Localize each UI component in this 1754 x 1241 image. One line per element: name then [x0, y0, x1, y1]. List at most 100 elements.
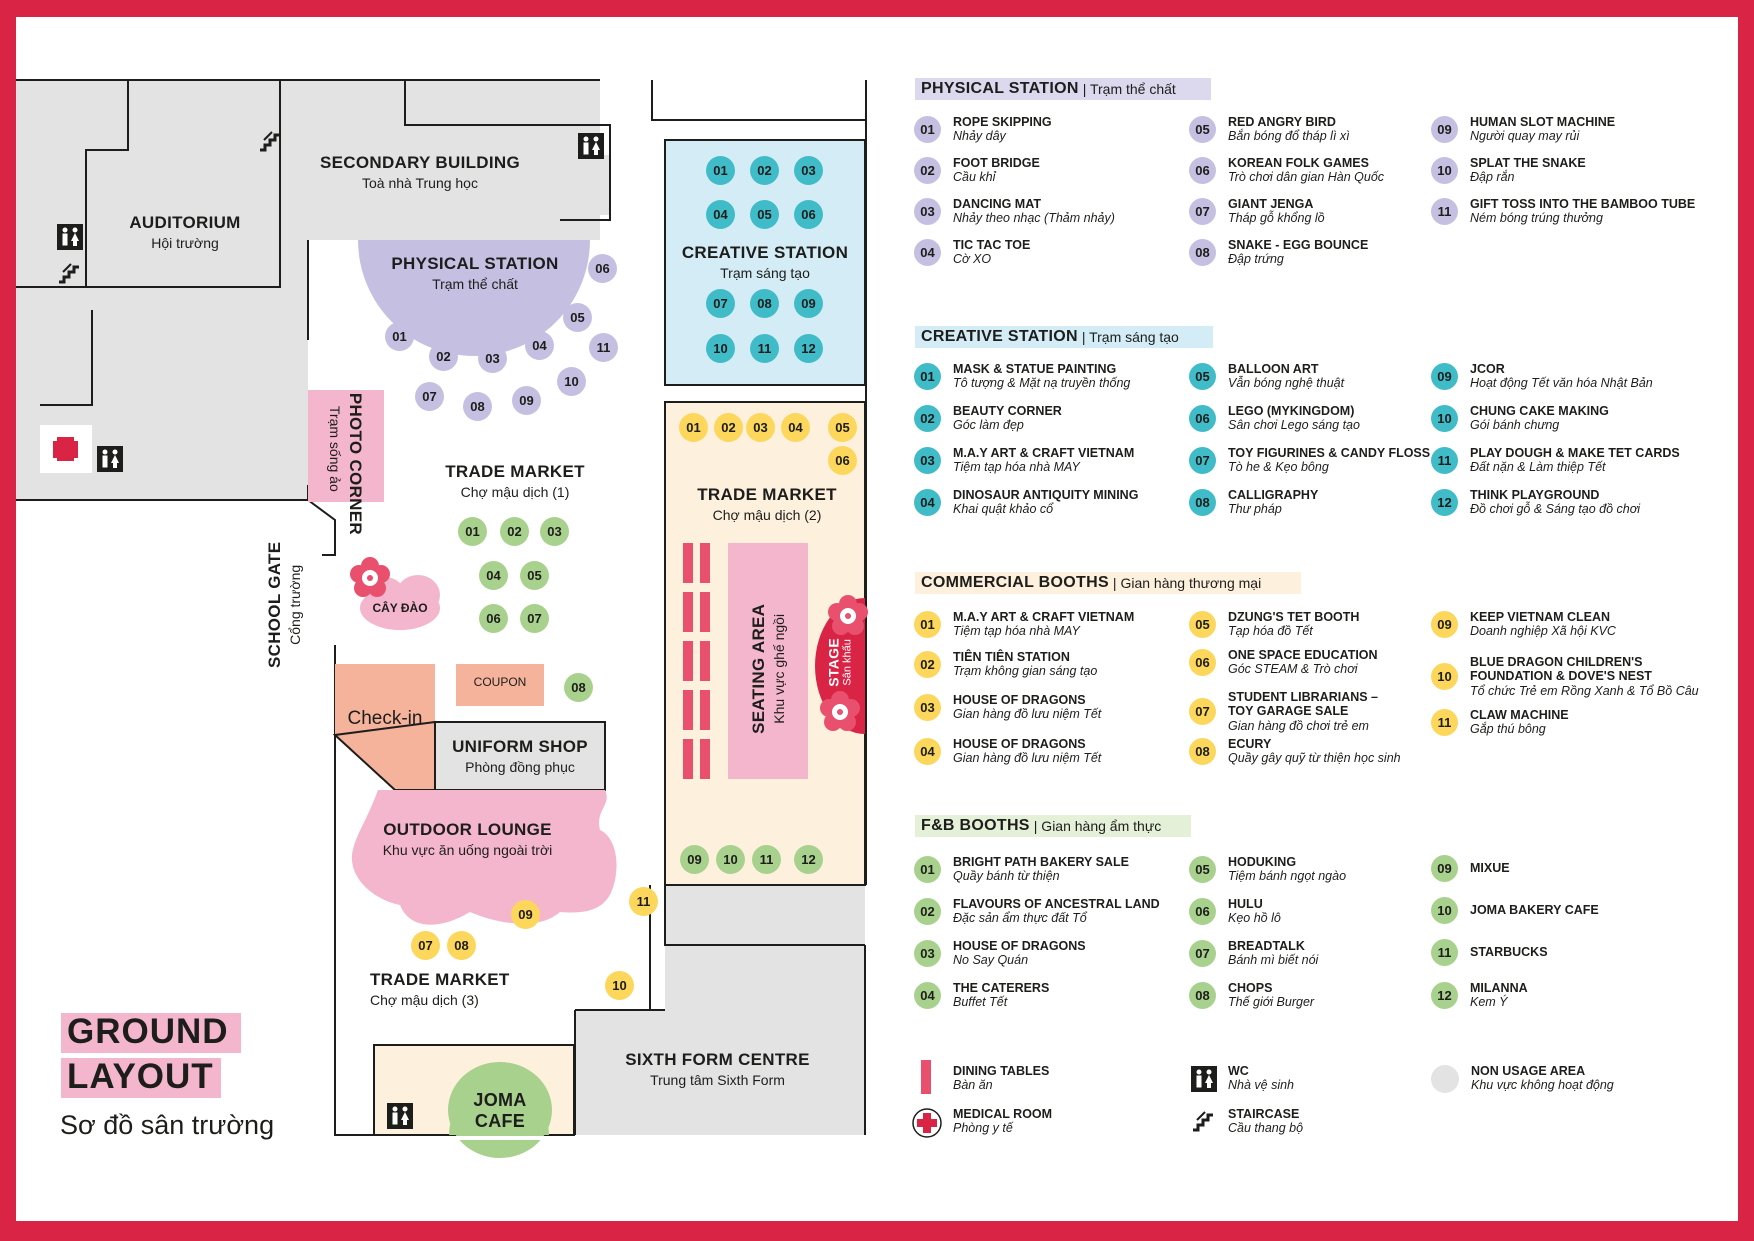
legend-item-vi: Thế giới Burger — [1228, 995, 1315, 1010]
legend-item-name: BEAUTY CORNER — [953, 404, 1062, 418]
legend-item-name: BLUE DRAGON CHILDREN'S FOUNDATION & DOVE… — [1470, 655, 1652, 684]
map-marker-creative: 07 — [706, 289, 735, 318]
legend-marker-physical: 07 — [1189, 197, 1216, 225]
legend-item-name: HOUSE OF DRAGONS — [953, 939, 1086, 953]
non-usage-area-mid — [665, 885, 865, 945]
legend-item-vi: Quầy bánh từ thiện — [953, 869, 1060, 884]
legend-item-name: CHOPS — [1228, 981, 1273, 995]
page-title-line1: GROUND — [67, 1012, 229, 1051]
legend-fnb-header: F&B BOOTHS| Gian hàng ẩm thực — [921, 817, 1162, 834]
legend-item-vi: Kẹo hồ lô — [1228, 911, 1281, 926]
map-marker-commercial: 07 — [411, 931, 440, 960]
map-marker-fnb: 05 — [520, 561, 549, 590]
legend-item-vi: Đập rắn — [1470, 170, 1515, 185]
legend-item-name: MASK & STATUE PAINTING — [953, 362, 1117, 376]
map-marker-physical: 07 — [415, 382, 444, 411]
legend-item-name: HUMAN SLOT MACHINE — [1470, 115, 1616, 129]
legend-marker-physical: 05 — [1189, 115, 1216, 143]
map-marker-fnb: 03 — [540, 517, 569, 546]
non-usage-area-icon — [1431, 1065, 1459, 1093]
seating-area — [728, 543, 808, 779]
legend-marker-fnb: 01 — [914, 855, 941, 883]
legend-item-name: JCOR — [1470, 362, 1505, 376]
legend-item-name: CHUNG CAKE MAKING — [1470, 404, 1609, 418]
legend-item-vi: Quầy gây quỹ từ thiện học sinh — [1228, 751, 1401, 766]
map-marker-physical: 05 — [563, 303, 592, 332]
legend-item-name: DZUNG'S TET BOOTH — [1228, 610, 1360, 624]
map-marker-fnb: 02 — [500, 517, 529, 546]
legend-marker-fnb: 05 — [1189, 855, 1216, 883]
legend-marker-physical: 02 — [914, 156, 941, 184]
map-marker-fnb: 04 — [479, 561, 508, 590]
legend-marker-physical: 03 — [914, 197, 941, 225]
map-marker-fnb: 08 — [564, 673, 593, 702]
legend-item-name: TIÊN TIÊN STATION — [953, 650, 1070, 664]
legend-item-name: FOOT BRIDGE — [953, 156, 1040, 170]
map-marker-fnb: 07 — [520, 604, 549, 633]
legend-item-vi: No Say Quán — [953, 953, 1029, 968]
legend-item-name: SPLAT THE SNAKE — [1470, 156, 1586, 170]
legend-item-vi: Tò he & Kẹo bông — [1228, 460, 1329, 475]
map-marker-commercial: 05 — [828, 413, 857, 442]
coupon-area — [456, 664, 544, 706]
legend-marker-commercial: 02 — [914, 650, 941, 678]
legend-marker-fnb: 02 — [914, 897, 941, 925]
legend-item-vi: Đồ chơi gỗ & Sáng tạo đồ chơi — [1470, 502, 1641, 517]
checkin-label: Check-in — [347, 708, 423, 729]
legend-item-vi: Vẫn bóng nghệ thuật — [1228, 376, 1345, 391]
legend-item-vi: Tiệm tạp hóa nhà MAY — [953, 624, 1080, 639]
map-marker-fnb: 01 — [458, 517, 487, 546]
legend-item-name: JOMA BAKERY CAFE — [1470, 903, 1599, 918]
photo-corner-area — [308, 390, 384, 502]
legend-marker-creative: 03 — [914, 446, 941, 474]
legend-item-name: LEGO (MYKINGDOM) — [1228, 404, 1355, 418]
legend-item-name: HULU — [1228, 897, 1263, 911]
legend-item-name: ONE SPACE EDUCATION — [1228, 648, 1378, 662]
map-marker-commercial: 10 — [605, 971, 634, 1000]
legend-item-vi: Tháp gỗ khổng lồ — [1228, 211, 1325, 226]
map-marker-creative: 04 — [706, 200, 735, 229]
legend-marker-creative: 05 — [1189, 362, 1216, 390]
legend-item-name: KEEP VIETNAM CLEAN — [1470, 610, 1611, 624]
legend-item-vi: Kem Ý — [1470, 995, 1508, 1010]
legend-item-vi: Bánh mì biết nói — [1228, 953, 1319, 968]
legend-item-vi: Cầu khỉ — [953, 170, 996, 185]
map-marker-physical: 06 — [588, 254, 617, 283]
legend-item-vi: Góc làm đẹp — [953, 418, 1024, 433]
legend-marker-creative: 02 — [914, 404, 941, 432]
legend-item-name: CLAW MACHINE — [1470, 708, 1569, 722]
legend-item-name: RED ANGRY BIRD — [1228, 115, 1336, 129]
legend-item-vi: Gian hàng đồ chơi trẻ em — [1228, 718, 1369, 733]
legend-marker-creative: 11 — [1431, 446, 1458, 474]
legend-item-vi: Hoạt động Tết văn hóa Nhật Bản — [1470, 376, 1653, 391]
legend-marker-creative: 07 — [1189, 446, 1216, 474]
legend-item-name: HOUSE OF DRAGONS — [953, 737, 1086, 751]
legend-marker-commercial: 09 — [1431, 610, 1458, 638]
map-marker-creative: 05 — [750, 200, 779, 229]
legend-physical-header: PHYSICAL STATION| Trạm thể chất — [921, 80, 1176, 97]
legend-marker-commercial: 05 — [1189, 610, 1216, 638]
legend-item-name: M.A.Y ART & CRAFT VIETNAM — [953, 446, 1135, 460]
